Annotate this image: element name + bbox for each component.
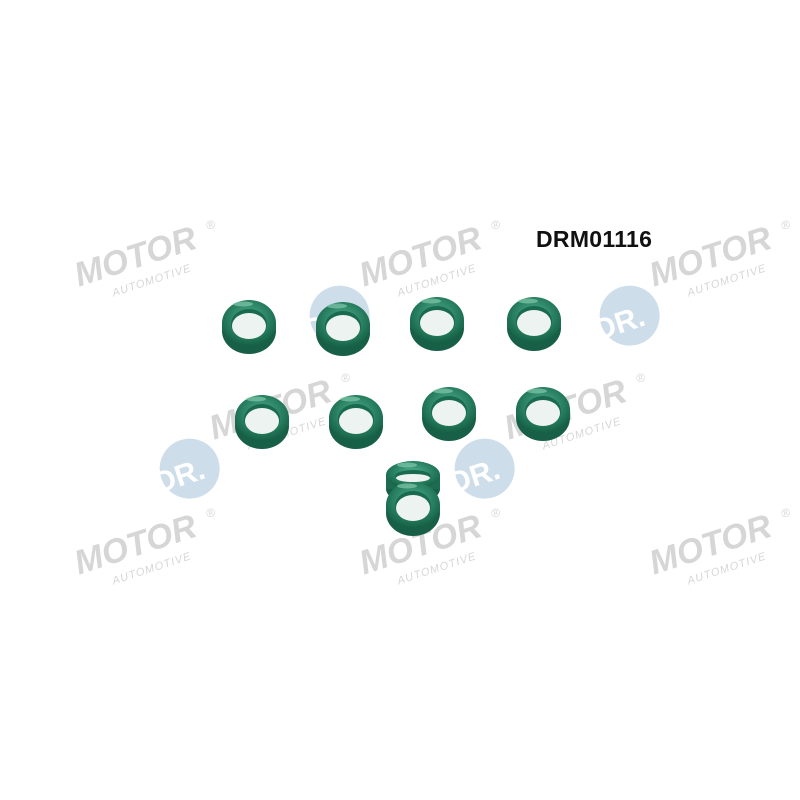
watermark-logo: MOTOR®AUTOMOTIVE bbox=[70, 505, 218, 588]
watermark-registered: ® bbox=[489, 505, 502, 521]
o-ring bbox=[386, 482, 440, 536]
watermark-logo-circle bbox=[454, 438, 515, 499]
o-ring bbox=[422, 387, 476, 441]
watermark-logo-circle bbox=[599, 285, 660, 346]
o-ring bbox=[235, 395, 289, 449]
o-ring bbox=[316, 302, 370, 356]
o-ring bbox=[410, 297, 464, 351]
watermark-registered: ® bbox=[204, 505, 217, 521]
watermark-registered: ® bbox=[339, 370, 352, 386]
watermark-registered: ® bbox=[779, 217, 792, 233]
o-ring-group bbox=[222, 297, 570, 536]
o-ring bbox=[329, 395, 383, 449]
o-ring bbox=[222, 300, 276, 354]
o-ring bbox=[516, 387, 570, 441]
o-ring bbox=[507, 297, 561, 351]
watermark-registered: ® bbox=[204, 217, 217, 233]
watermark-registered: ® bbox=[489, 217, 502, 233]
watermark-registered: ® bbox=[634, 370, 647, 386]
watermark-logo-circle bbox=[159, 438, 220, 499]
watermark-logo: MOTOR®AUTOMOTIVE bbox=[70, 217, 218, 300]
watermark-registered: ® bbox=[779, 505, 792, 521]
watermark-logo: MOTOR®AUTOMOTIVE bbox=[645, 505, 793, 588]
part-number-label: DRM01116 bbox=[536, 226, 653, 252]
